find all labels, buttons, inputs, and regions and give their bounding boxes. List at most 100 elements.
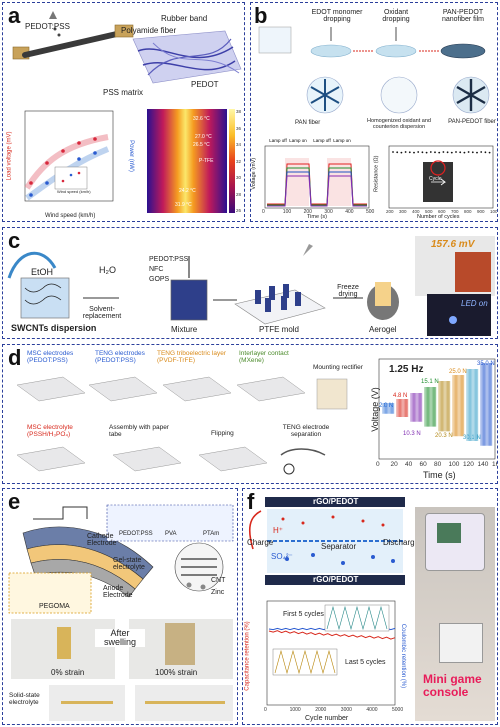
chem-ptam: PTAm [203,531,220,537]
b-process-illustration [258,26,490,114]
b1-x-tick: 100 [282,209,292,215]
force-label: 15.1 N [421,379,439,385]
a-ylabel-right: Power (nW) [127,140,134,172]
discharge-label: Discharge [383,538,420,547]
strip-left [61,701,113,704]
b2-x-tick: 600 [438,209,446,214]
f-x-tick: 2000 [315,707,327,713]
pedot-label: PEDOT [191,80,219,89]
b2-x-tick: 1000 [490,209,498,214]
force-label: 30.1 N [463,435,481,441]
d-x-tick: 40 [405,461,413,468]
assembly-label: Assembly with paper tabe [109,424,169,438]
lamp-label: Lamp off [269,138,287,143]
freeze-drying-label: Freeze drying [337,284,359,298]
swcnts-label: SWCNTs dispersion [11,323,97,333]
meter-value: 157.6 mV [431,239,475,250]
pan-fiber-label: PAN fiber [295,120,321,126]
step-film: PAN-PEDOT nanofiber film [441,9,485,23]
resistance-point [442,151,445,153]
c-process-illustration [7,236,495,336]
anode-label: Anode Electrode [103,585,133,599]
b2-x-tick: 700 [451,209,459,214]
step-edot: EDOT monomer dropping [311,9,363,23]
first5-label: First 5 cycles [283,611,324,618]
b1-x-tick: 0 [262,209,265,215]
d-ylabel: Voltage (V) [369,387,380,432]
b2-xticks: 2003004005006007008009001000 [386,209,497,215]
panel-f: f rGO/PEDOT rGO/PEDOT Charge Discharge S… [242,488,498,725]
mixture-label: Mixture [171,325,198,334]
wind-speed-plot [24,110,114,202]
last5-label: Last 5 cycles [345,659,386,666]
d-x-tick: 60 [419,461,427,468]
teng-electrodes-label: TENG electrodes (PEDOT:PSS) [95,350,145,364]
teng-sep-label: TENG electrode separation [282,424,330,438]
thermal-scale-tick: 28 [236,191,242,197]
panel-e: e Cathode Electrode Gel-state electrolyt… [2,488,238,725]
resistance-point [463,151,466,154]
zinc-label: Zinc [211,589,225,596]
b2-x-tick: 800 [464,209,472,214]
resistance-point [396,151,399,154]
thermal-label-2: 27.0 °C [195,134,212,140]
a-xlabel: Wind speed (km/h) [45,213,96,219]
d-xlabel: Time (s) [423,470,456,480]
resistance-point [408,151,411,154]
panel-f-label: f [247,489,255,514]
panel-a-label: a [8,3,21,28]
f-x-tick: 4000 [366,707,378,713]
h-plus-label: H⁺ [273,526,283,535]
rgo-top-label: rGO/PEDOT [313,497,359,506]
thermal-scale-tick: 38 [236,109,242,114]
thermal-label-5: 24.2 °C [179,188,196,194]
resistance-point [434,151,436,154]
b1-xlabel: Time (s) [307,214,327,220]
thermal-scale-tick: 30 [236,175,242,180]
voltage-time-plot [264,145,370,209]
pedot-pss-label: PEDOT:PSS [25,22,70,31]
strip-right [145,701,225,704]
chem-pva: PVA [165,531,177,537]
thermal-image [147,109,227,213]
resistance-point [467,151,470,153]
f-ylabel-right: Coulombic retention (%) [400,623,407,689]
force-label: 4.8 N [393,393,408,399]
thermal-scale-tick: 32 [236,158,242,164]
d-x-tick: 0 [376,461,380,468]
force-label: 25.0 N [449,369,467,375]
panel-c: c EtOH H₂O Solvent-replacement SWCNTs di… [2,227,498,339]
chem-pedot: PEDOT:PSS [119,531,153,537]
d-x-tick: 20 [390,461,398,468]
c-legend-pedot: PEDOT:PSS [149,256,189,263]
panel-b: b EDOT monomer dropping Oxidant dropping… [250,2,498,222]
strain100-label: 100% strain [155,668,198,677]
f-x-tick: 0 [264,707,267,713]
resistance-point [480,151,483,153]
resistance-point [413,151,415,154]
resistance-point [392,151,394,153]
b1-ylabel: Voltage (mV) [251,157,258,190]
a-ylabel-left: Load voltage (mV) [6,131,13,181]
b1-x-tick: 200 [303,209,312,215]
panel-e-label: e [8,489,21,514]
f-device-illustration [248,497,426,585]
pan-pedot-fiber-label: PAN-PEDOT fiber [448,119,496,125]
flipping-label: Flipping [211,430,234,437]
b2-x-tick: 300 [399,209,407,214]
so4-label: SO₄²⁻ [271,552,293,561]
teng-layer-label: TENG triboelectric layer (PVDF-TrFE) [157,350,226,364]
resistance-point [429,151,432,153]
f-x-tick: 3000 [340,707,352,713]
force-label: 35.0 N [477,361,495,367]
thermal-scale-tick: 34 [236,142,242,147]
console-screen [437,523,461,543]
thermal-scale-tick: 26 [236,208,242,213]
resistance-point [400,151,403,154]
led-on-label: LED on [461,299,488,308]
console-label: Mini game console [423,672,482,700]
panel-d: d MSC electrodes (PEDOT:PSS) TENG electr… [2,344,498,484]
b1-x-tick: 400 [345,209,354,215]
